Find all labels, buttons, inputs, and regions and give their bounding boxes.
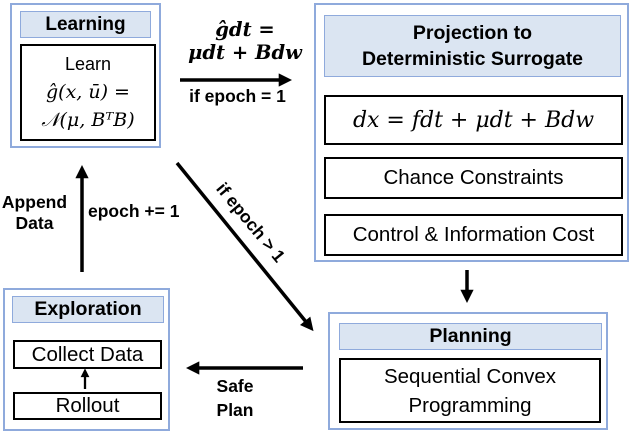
- chance-constraints-box: Chance Constraints: [324, 157, 623, 199]
- exploration-header: Exploration: [12, 296, 164, 323]
- projection-group: Projection to Deterministic Surrogate dx…: [314, 3, 629, 262]
- exploration-group: Exploration Collect Data Rollout: [3, 288, 170, 431]
- collect-data-label: Collect Data: [31, 342, 144, 366]
- projection-title-line1: Projection to: [412, 22, 533, 44]
- exploration-title: Exploration: [34, 298, 142, 320]
- projection-title-line2: Deterministic Surrogate: [361, 48, 584, 70]
- arrow-learning-to-planning-diagonal: [175, 161, 314, 332]
- projection-header: Projection to Deterministic Surrogate: [324, 15, 621, 77]
- rollout-box: Rollout: [13, 392, 162, 420]
- control-information-cost-box: Control & Information Cost: [324, 214, 623, 256]
- planning-method-line1: Sequential Convex: [383, 364, 557, 388]
- learning-group: Learning Learn ĝ(x, ū) = 𝒩(μ, BᵀB): [10, 3, 161, 148]
- append-data-line1: Append: [1, 192, 68, 212]
- learning-line-learn: Learn: [64, 54, 112, 74]
- planning-title: Planning: [429, 325, 512, 347]
- safe-plan-line1: Safe: [216, 376, 254, 396]
- learning-header: Learning: [20, 11, 151, 38]
- learning-title: Learning: [45, 13, 126, 35]
- learning-model-box: Learn ĝ(x, ū) = 𝒩(μ, BᵀB): [20, 44, 156, 141]
- control-information-cost-label: Control & Information Cost: [352, 223, 595, 246]
- ghat-equation-line1: ĝdt =: [215, 18, 275, 41]
- chance-constraints-label: Chance Constraints: [383, 166, 564, 189]
- planning-group: Planning Sequential Convex Programming: [328, 312, 608, 430]
- planning-method-box: Sequential Convex Programming: [339, 358, 601, 423]
- safe-plan-line2: Plan: [216, 400, 254, 420]
- epoch-increment-text: epoch += 1: [88, 201, 180, 221]
- ghat-equation-line2: μdt + Bdw: [188, 41, 302, 64]
- planning-method-line2: Programming: [408, 393, 532, 417]
- learning-eq-line2: 𝒩(μ, BᵀB): [41, 109, 135, 131]
- if-epoch-gt-1-text: if epoch > 1: [212, 178, 290, 267]
- append-data-line2: Data: [15, 213, 54, 233]
- edge-label-if-epoch-eq-1: if epoch = 1: [175, 86, 300, 107]
- edge-label-ghat-equation: ĝdt = μdt + Bdw: [178, 18, 312, 64]
- projection-equation-box: dx = fdt + μdt + Bdw: [324, 95, 623, 145]
- collect-data-box: Collect Data: [13, 340, 162, 369]
- if-epoch-eq-1-text: if epoch = 1: [189, 86, 286, 106]
- rollout-label: Rollout: [55, 394, 120, 417]
- learning-eq-line1: ĝ(x, ū) =: [46, 81, 130, 103]
- edge-label-if-epoch-gt-1: if epoch > 1: [200, 165, 301, 281]
- projection-equation: dx = fdt + μdt + Bdw: [352, 107, 595, 133]
- edge-label-safe-plan: Safe Plan: [202, 374, 268, 422]
- edge-label-append-data: Append Data: [1, 192, 68, 234]
- edge-label-epoch-increment: epoch += 1: [88, 201, 198, 222]
- planning-header: Planning: [339, 323, 602, 350]
